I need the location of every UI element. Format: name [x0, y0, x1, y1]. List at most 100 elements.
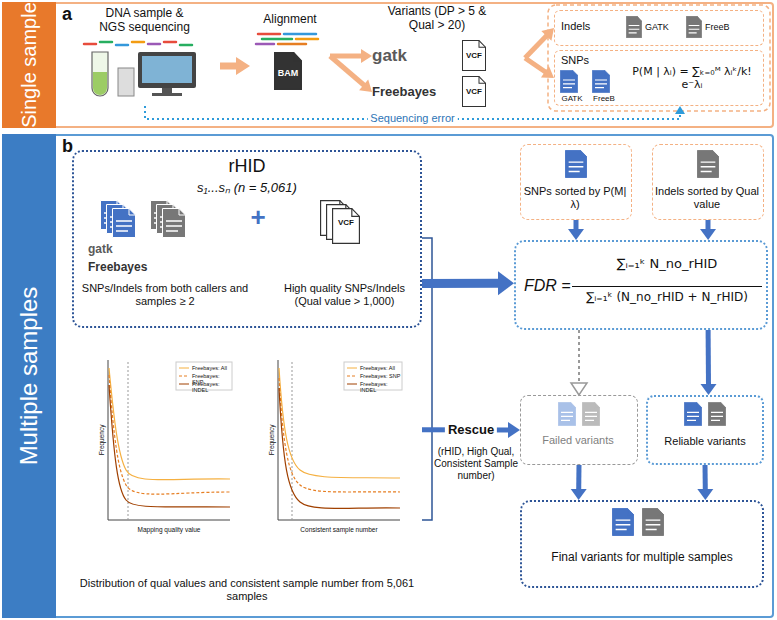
arrow-head — [700, 229, 716, 240]
snp-files — [560, 70, 609, 92]
sample-number-chart — [347, 368, 357, 369]
flow-arrow — [571, 330, 587, 395]
final-files — [612, 508, 633, 535]
panel-letter: b — [62, 136, 82, 158]
qual-chart — [108, 360, 232, 520]
sequencer — [142, 56, 192, 83]
qual-chart — [179, 384, 189, 385]
qual-chart — [179, 376, 189, 377]
tool-name: gatk — [372, 46, 452, 66]
reliable-files — [708, 402, 725, 425]
node-text: s₁...sₙ (n = 5,061) — [74, 180, 420, 196]
sequencer — [162, 88, 172, 93]
connector-line — [706, 220, 711, 230]
label-text: Freebayes: SNP — [360, 373, 402, 380]
formula: ∑ᵢ₌₁ᵏ (N_no_rHID + N_rHID) — [572, 286, 762, 304]
rhid-box: rHIDs₁...sₙ (n = 5,061)gatkFreebayesSNPs… — [72, 150, 422, 328]
connector-line — [574, 220, 579, 230]
dna-reads — [84, 43, 96, 46]
flow-arrow — [525, 28, 554, 58]
arrow-head — [571, 383, 587, 395]
flow-arrow — [525, 58, 554, 78]
arrow-head — [571, 489, 587, 500]
connector-line — [220, 63, 237, 70]
sample-number-chart — [292, 362, 293, 520]
failed-files — [558, 402, 599, 425]
vcf-file — [463, 77, 486, 107]
sample-number-chart — [279, 388, 400, 508]
edge-label: Rescue — [445, 422, 497, 438]
source-group: VCFHigh quality SNPs/Indels (Qual value … — [272, 198, 417, 322]
label-text: Frequency — [98, 400, 106, 480]
dna-reads — [164, 41, 176, 44]
aligned-reads — [256, 43, 274, 46]
formula: P(M | λᵢ) = ∑ₖ₌₀ᴹ λᵢᵏ/k! e⁻λᵢ — [625, 65, 759, 91]
vcf-stack — [333, 209, 360, 244]
bam-file — [275, 53, 302, 90]
caller-files — [163, 209, 186, 238]
side-band: Single sample — [2, 2, 56, 128]
arrow-head — [359, 80, 372, 93]
flow-arrow — [700, 220, 716, 240]
formula: ∑ᵢ₌₁ᵏ N_no_rHID — [572, 256, 762, 272]
formula: FDR = — [524, 276, 574, 295]
flow-arrow — [422, 422, 520, 438]
sorted-box: SNPs sorted by P(M| λ) — [520, 144, 632, 220]
arrow-head — [541, 28, 554, 41]
caller-files — [101, 201, 186, 238]
aligned-reads — [258, 33, 280, 36]
sequencer — [152, 93, 182, 96]
node-text: Final variants for multiple samples — [522, 550, 762, 564]
arrow-head — [361, 49, 372, 63]
flow-arrow — [220, 57, 250, 75]
flow-arrow — [701, 330, 717, 395]
connector-line — [703, 465, 708, 490]
flow-arrow — [571, 465, 587, 500]
vcf-stack — [321, 201, 360, 244]
test-tube — [92, 52, 108, 96]
caller-files — [113, 209, 136, 238]
label-text: Freebayes: INDEL — [192, 381, 232, 394]
flow-arrow — [422, 271, 514, 295]
failed-files — [582, 402, 599, 425]
node-text: GATK — [645, 22, 685, 33]
flow-arrow — [330, 56, 372, 92]
panel: aSingle sampleDNA sample & NGS sequencin… — [2, 2, 774, 128]
connector-line — [706, 330, 711, 385]
vcf-file — [463, 41, 486, 71]
aligned-reads — [278, 43, 306, 46]
test-tube — [93, 72, 107, 95]
arrow-head — [675, 106, 685, 114]
sorted-files — [697, 150, 718, 177]
arrow-head — [236, 57, 250, 75]
side-band: Multiple samples — [2, 134, 56, 618]
sample-number-chart — [279, 378, 400, 492]
node-text: BAM — [274, 68, 302, 79]
label-text: Frequency — [268, 400, 276, 480]
sorted-box: Indels sorted by Qual value — [652, 144, 764, 220]
dna-reads — [148, 43, 160, 46]
aligned-reads — [262, 38, 292, 41]
node-text: SNPs — [561, 54, 611, 67]
reliable-files — [684, 402, 725, 425]
variant-group: Variants (DP > 5 & Qual > 20)gatkVCFFree… — [350, 4, 525, 112]
qual-chart — [128, 362, 129, 520]
node-text: Indels — [561, 20, 611, 33]
label-text: Freebayes: All — [192, 365, 232, 372]
connector-line — [525, 58, 546, 72]
caller-output: gatkVCF — [372, 40, 502, 72]
band-title: Multiple samples — [15, 287, 44, 466]
formula-box: FDR = ∑ᵢ₌₁ᵏ N_no_rHID ∑ᵢ₌₁ᵏ (N_no_rHID + N… — [514, 240, 768, 330]
sample-number-chart — [347, 384, 357, 385]
variant-box: Reliable variants — [646, 395, 764, 465]
indel-files — [686, 16, 701, 37]
aligned-reads — [256, 34, 318, 44]
arrow-head — [508, 422, 520, 438]
node-text: VCF — [462, 87, 486, 97]
node-text: VCF — [332, 218, 360, 228]
indel-files — [626, 16, 701, 37]
final-files — [612, 508, 663, 535]
failed-files — [558, 402, 575, 425]
label-text: (rHID, High Qual, Consistent Sample numb… — [434, 446, 518, 482]
